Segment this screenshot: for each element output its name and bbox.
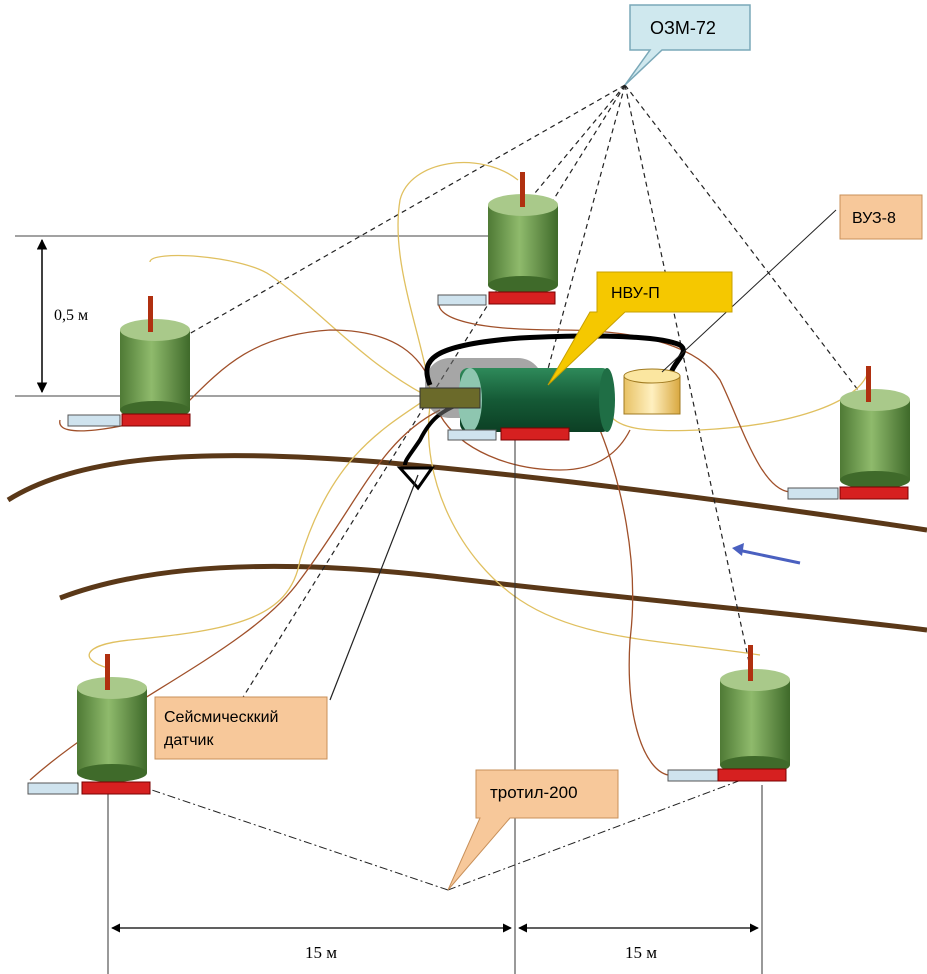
sight-line-right-mine xyxy=(624,84,859,391)
nvu-cylinder xyxy=(460,368,610,432)
road-edge-lower xyxy=(59,563,927,633)
sight-line-bottom-right-mine xyxy=(624,84,753,677)
mine-lower-right xyxy=(667,645,790,782)
callout-vuz8-label: ВУЗ-8 xyxy=(852,210,896,227)
callout-trotyl-label: тротил-200 xyxy=(490,783,578,802)
wire-yellow-2 xyxy=(397,161,519,391)
seismic-pointer-line xyxy=(329,474,419,701)
span-label-left: 15 м xyxy=(305,943,337,962)
vuz-top xyxy=(623,368,681,384)
wires xyxy=(29,161,869,781)
vuz-device xyxy=(623,209,837,415)
callout-seismic-line2: датчик xyxy=(164,732,214,749)
wire-brown-1 xyxy=(59,329,431,432)
wire-yellow-3 xyxy=(88,399,426,669)
callout-nvu-label: НВУ-П xyxy=(611,285,660,302)
height-label: 0,5 м xyxy=(54,307,88,324)
mine-top xyxy=(437,172,558,306)
wire-brown-2 xyxy=(438,297,791,493)
sight-line-nvu xyxy=(544,84,626,381)
mine-upper-left xyxy=(67,296,191,427)
callout-seismic: Сейсмическкий датчик xyxy=(154,696,328,760)
trotyl-pointer-lines xyxy=(139,775,753,891)
nvu-cap-right xyxy=(599,368,615,432)
nvu-device xyxy=(419,333,686,432)
callout-ozm72: ОЗМ-72 xyxy=(624,4,751,86)
sensor-probe xyxy=(396,466,435,491)
sight-line-top-mine xyxy=(524,84,626,206)
trotyl-line-left xyxy=(139,785,449,891)
mine-lower-left xyxy=(27,654,151,795)
vuz-pointer-line xyxy=(661,209,837,373)
callout-seismic-line1: Сейсмическкий xyxy=(164,709,278,726)
movement-direction-arrow xyxy=(732,543,801,565)
charge-center xyxy=(447,427,570,441)
height-dimension: 0,5 м xyxy=(15,235,490,397)
callout-trotyl: тротил-200 xyxy=(447,769,619,891)
trotyl-block-center xyxy=(500,427,570,441)
mine-right xyxy=(787,366,910,500)
wire-yellow-4 xyxy=(427,404,761,656)
callout-vuz8: ВУЗ-8 xyxy=(839,194,923,240)
road xyxy=(6,453,927,633)
callout-ozm72-label: ОЗМ-72 xyxy=(650,18,716,38)
detonator-center xyxy=(447,429,497,441)
wire-brown-4 xyxy=(599,429,669,776)
trotyl-line-right xyxy=(447,775,753,891)
callout-nvu: НВУ-П xyxy=(547,271,733,386)
span-dimensions: 15 м 15 м xyxy=(107,440,763,974)
wire-yellow-1 xyxy=(149,254,426,396)
span-label-right: 15 м xyxy=(625,943,657,962)
road-edge-upper xyxy=(6,453,927,533)
nvu-connector xyxy=(419,387,481,409)
